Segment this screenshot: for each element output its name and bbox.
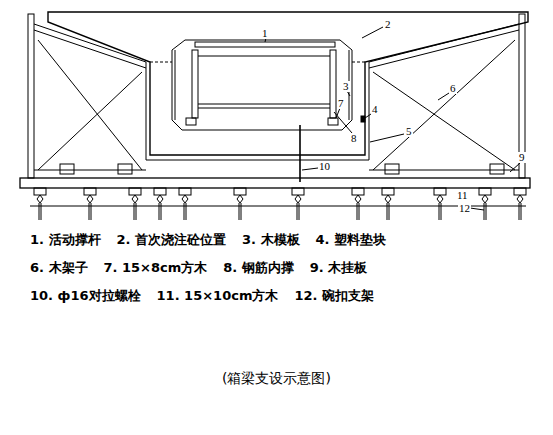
caption: (箱梁支设示意图) [0,370,553,388]
block [179,188,191,195]
legend-row: 10. ф16对拉螺栓 11. 15×10cm方木 12. 碗扣支架 [30,288,374,304]
block [234,188,246,195]
callout-number: 4 [371,104,379,115]
post [482,195,488,220]
post [295,195,301,220]
part-name: 9. 木挂板 [310,260,368,276]
part-name: 11. 15×10cm方木 [157,288,279,304]
callout-number: 3 [342,81,350,92]
callout-number: 2 [384,19,392,30]
callout-number: 9 [518,152,526,163]
callout-number: 8 [350,133,358,144]
legend-row: 1. 活动撑杆 2. 首次浇注砼位置 3. 木模板 4. 塑料垫块 [30,232,386,248]
block [34,188,46,195]
legend-row: 6. 木架子 7. 15×8cm方木 8. 钢筋内撑 9. 木挂板 [30,260,367,276]
part-name: 8. 钢筋内撑 [223,260,294,276]
part-name: 7. 15×8cm方木 [104,260,208,276]
callout-number: 12 [458,203,471,214]
block [434,188,446,195]
callout-number: 6 [449,83,457,94]
part-name: 3. 木模板 [242,232,300,248]
part-name: 12. 碗扣支架 [294,288,374,304]
post [385,195,391,220]
post [517,195,523,220]
post [37,195,43,220]
callout-number: 10 [318,161,331,172]
part-name: 2. 首次浇注砼位置 [117,232,227,248]
part-name: 1. 活动撑杆 [30,232,101,248]
post [182,195,188,220]
post [437,195,443,220]
block [84,188,96,195]
callout-number: 11 [456,190,469,201]
part-name: 10. ф16对拉螺栓 [30,288,141,304]
post [237,195,243,220]
post [157,195,163,220]
callout-number: 5 [405,126,413,137]
block [514,188,526,195]
block [479,188,491,195]
block [129,188,141,195]
block [382,188,394,195]
part-name: 6. 木架子 [30,260,88,276]
block [352,188,364,195]
block [154,188,166,195]
callout-number: 1 [261,28,269,39]
post [355,195,361,220]
post [87,195,93,220]
callout-number: 7 [337,98,345,109]
part-name: 4. 塑料垫块 [316,232,387,248]
post [132,195,138,220]
block [292,188,304,195]
